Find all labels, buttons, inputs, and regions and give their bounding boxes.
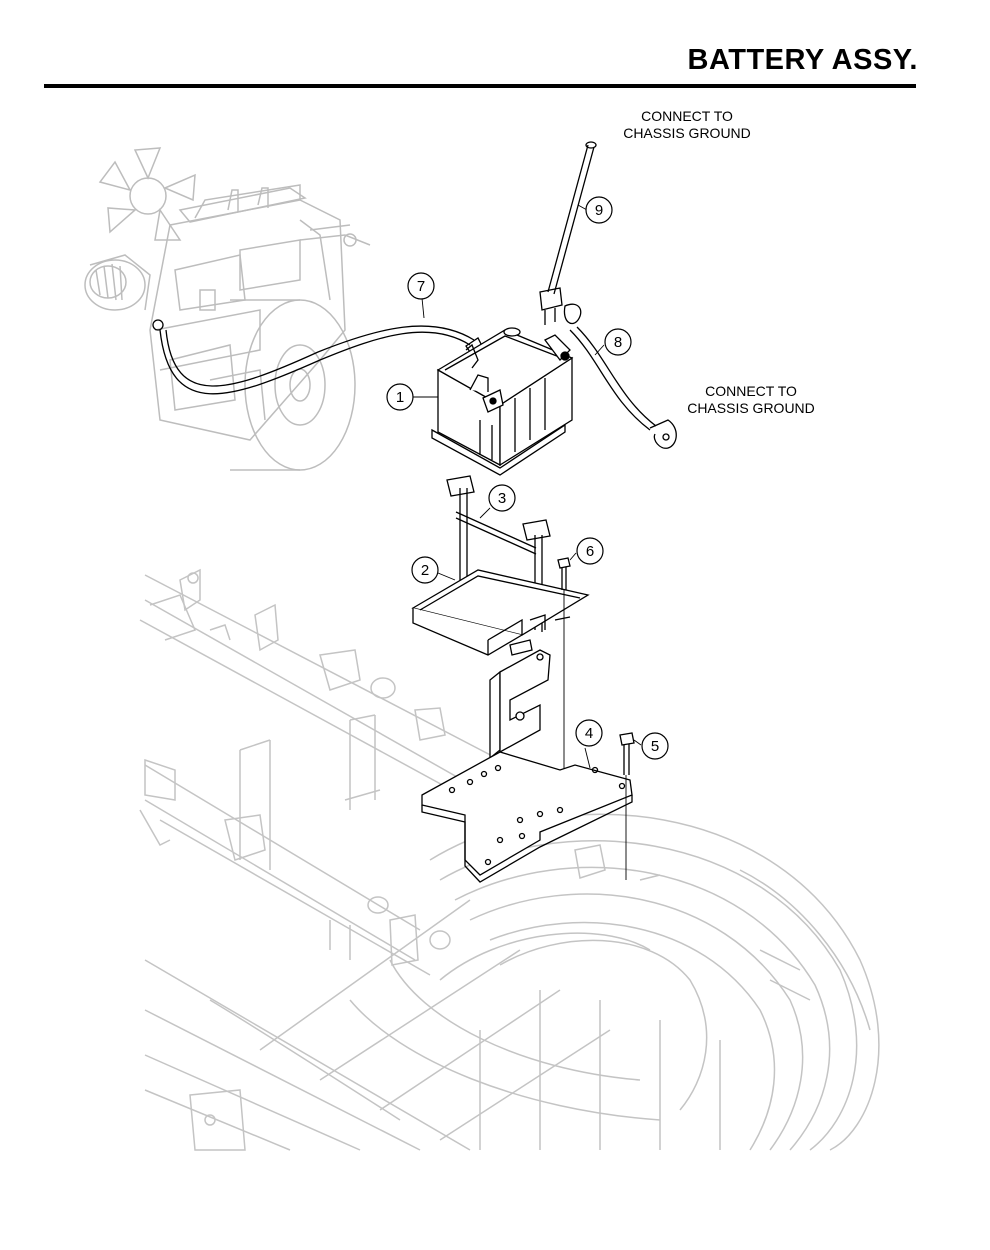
frame-and-guard: [139, 568, 880, 1151]
callout-label: 2: [421, 562, 429, 579]
title-rule: [44, 84, 916, 88]
chassis-ground-note-top: CONNECT TO CHASSIS GROUND: [612, 108, 762, 142]
note-line: CONNECT TO: [641, 108, 733, 124]
callout-label: 4: [585, 725, 593, 742]
page-title: BATTERY ASSY.: [687, 44, 918, 76]
callout-label: 9: [595, 202, 603, 219]
cable-part-8: [563, 303, 677, 449]
callout-label: 3: [498, 490, 506, 507]
hold-down-part-3: [446, 475, 551, 632]
note-line: CHASSIS GROUND: [687, 400, 815, 416]
mount-plate-part-4: [421, 649, 633, 883]
callouts: 1 2 3 4 5 6 7 8: [386, 196, 669, 760]
chassis-ground-note-right: CONNECT TO CHASSIS GROUND: [676, 383, 826, 417]
callout-6: 6: [576, 537, 604, 565]
leader-lines: [413, 204, 642, 769]
note-line: CONNECT TO: [705, 383, 797, 399]
engine-block: [149, 184, 371, 441]
alternator: [84, 254, 151, 311]
callout-5: 5: [641, 732, 669, 760]
battery-part-1: [431, 327, 574, 476]
callout-2: 2: [411, 556, 439, 584]
callout-1: 1: [386, 383, 414, 411]
bolt-part-5: [619, 732, 635, 880]
callout-9: 9: [585, 196, 613, 224]
callout-3: 3: [488, 484, 516, 512]
note-line: CHASSIS GROUND: [623, 125, 751, 141]
callout-8: 8: [604, 328, 632, 356]
tray-part-2: [411, 569, 590, 656]
callout-4: 4: [575, 719, 603, 747]
callout-7: 7: [407, 272, 435, 300]
engine-illustration: [84, 147, 371, 471]
callout-label: 7: [417, 278, 425, 295]
ground-strap-part-9: [539, 141, 597, 325]
callout-label: 1: [396, 389, 404, 406]
flywheel-housing: [230, 299, 356, 471]
callout-label: 5: [651, 738, 659, 755]
callout-label: 8: [614, 334, 622, 351]
engine-fan: [98, 147, 196, 241]
callout-label: 6: [586, 543, 594, 560]
